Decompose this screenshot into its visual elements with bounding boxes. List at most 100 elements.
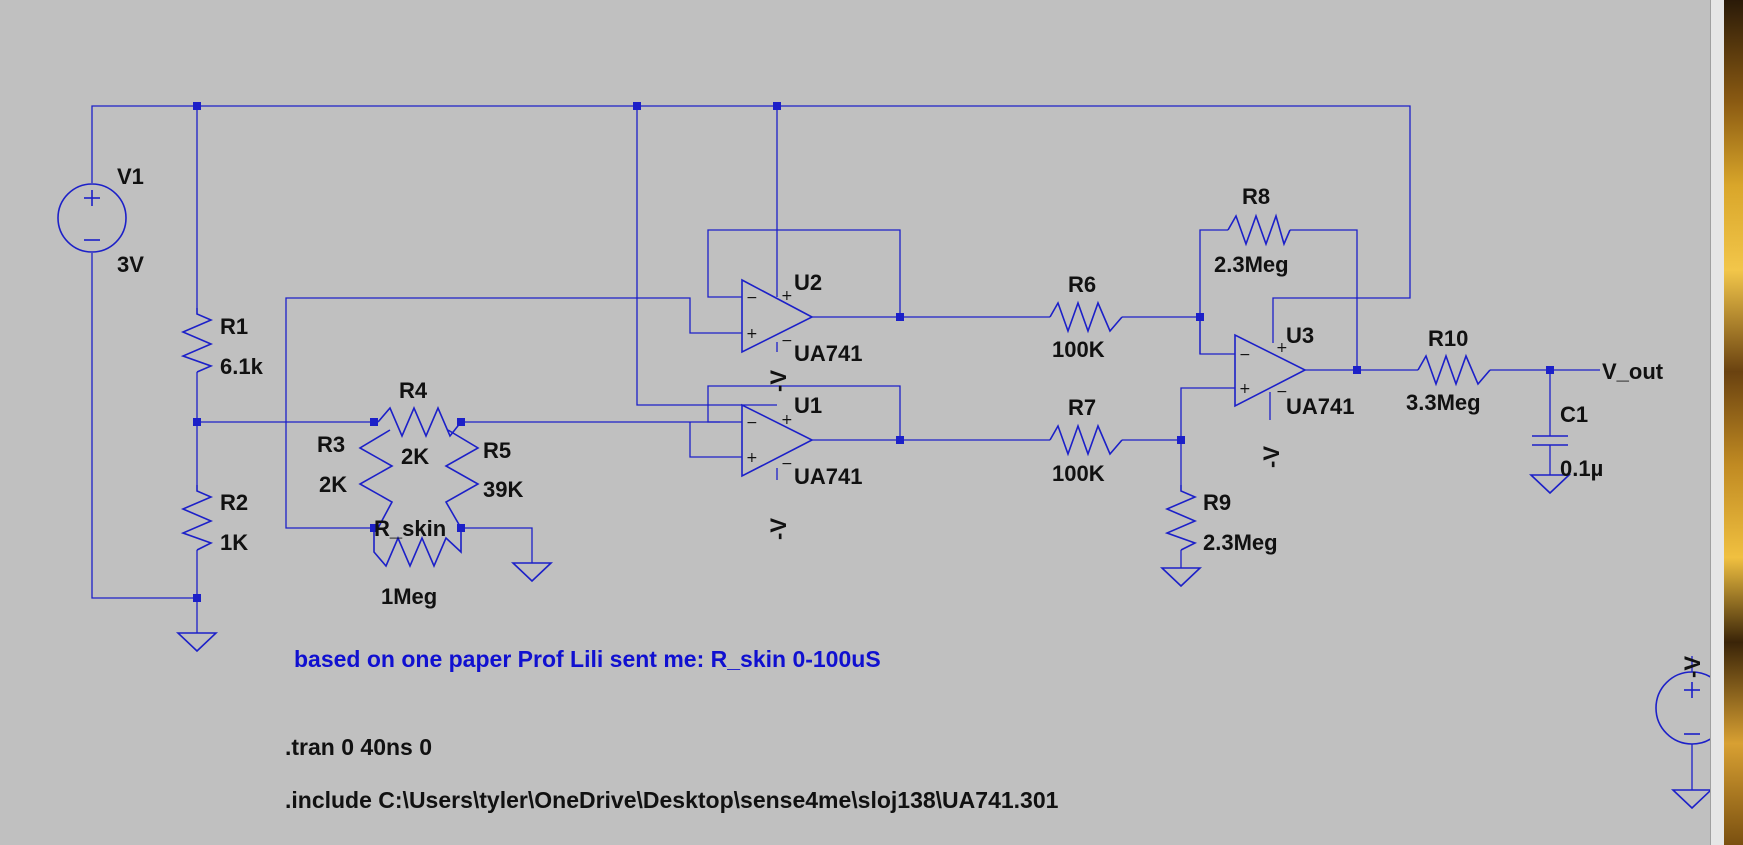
r2-name: R2: [220, 490, 248, 515]
r7-value: 100K: [1052, 461, 1105, 486]
u3-minus-pin: −: [1239, 347, 1251, 363]
junction: [193, 102, 201, 110]
r3-resistor[interactable]: [358, 429, 394, 529]
comment-note[interactable]: based on one paper Prof Lili sent me: R_…: [294, 646, 881, 672]
r1-resistor[interactable]: [180, 308, 214, 373]
u3-model: UA741: [1286, 394, 1354, 419]
background-window-strip: [1724, 0, 1743, 845]
u2-minus-pin: −: [746, 290, 758, 306]
r2-resistor[interactable]: [180, 485, 214, 551]
r10-name: R10: [1428, 326, 1468, 351]
r4-value: 2K: [401, 444, 429, 469]
r9-name: R9: [1203, 490, 1231, 515]
u3-opamp[interactable]: − + + −: [1234, 333, 1307, 408]
v1-value: 3V: [117, 252, 144, 277]
junctions: [193, 102, 1554, 602]
rskin-resistor[interactable]: [373, 528, 462, 569]
c1-value: 0.1µ: [1560, 456, 1603, 481]
v2-vneg-label: -V: [1680, 656, 1705, 678]
r8-name: R8: [1242, 184, 1270, 209]
u1-minus-pin: −: [746, 415, 758, 431]
ground-icon: [510, 562, 554, 583]
junction: [1196, 313, 1204, 321]
u1-vneg-label: -V: [766, 518, 791, 540]
u1-name: U1: [794, 393, 822, 418]
r6-value: 100K: [1052, 337, 1105, 362]
u3-name: U3: [1286, 323, 1314, 348]
vneg-source[interactable]: [1655, 671, 1710, 745]
spice-tran-directive[interactable]: .tran 0 40ns 0: [285, 734, 432, 760]
u1-vneg-pin: −: [781, 456, 793, 472]
wire-u1-in[interactable]: [689, 422, 742, 458]
r5-resistor[interactable]: [444, 429, 480, 529]
junction: [193, 418, 201, 426]
wires[interactable]: [91, 105, 1693, 790]
v1-name: V1: [117, 164, 144, 189]
wire-u1-feedback[interactable]: [707, 385, 901, 440]
r4-name: R4: [399, 378, 428, 403]
junction: [896, 436, 904, 444]
u3-vpos-pin: +: [1276, 340, 1288, 356]
ground-icon: [1528, 474, 1572, 495]
u1-model: UA741: [794, 464, 862, 489]
r9-resistor[interactable]: [1164, 485, 1198, 551]
ground-icon: [1670, 789, 1710, 810]
junction: [1353, 366, 1361, 374]
c1-capacitor[interactable]: [1532, 435, 1568, 446]
wire-top-rail[interactable]: [91, 105, 1411, 343]
u3-plus-pin: +: [1239, 381, 1251, 397]
wire-rskin-to-gnd[interactable]: [461, 527, 533, 563]
r8-value: 2.3Meg: [1214, 252, 1289, 277]
r6-resistor[interactable]: [1049, 300, 1123, 334]
r1-name: R1: [220, 314, 248, 339]
spice-include-directive[interactable]: .include C:\Users\tyler\OneDrive\Desktop…: [285, 787, 1059, 813]
r10-value: 3.3Meg: [1406, 390, 1481, 415]
ground-icon: [175, 632, 219, 653]
junction: [1546, 366, 1554, 374]
u1-plus-pin: +: [746, 450, 758, 466]
r4-resistor[interactable]: [377, 405, 462, 439]
junction: [370, 418, 378, 426]
junction: [896, 313, 904, 321]
u2-opamp[interactable]: − + + −: [741, 278, 814, 354]
wire-rskin-to-u2[interactable]: [285, 297, 742, 529]
wire-r8-left[interactable]: [1199, 229, 1228, 354]
ground-icon: [1159, 567, 1203, 588]
u3-vneg-label: -V: [1259, 446, 1284, 468]
u1-vpos-pin: +: [781, 412, 793, 428]
u3-vneg-pin: −: [1276, 384, 1288, 400]
wire-v1-bottom[interactable]: [91, 253, 197, 599]
r2-value: 1K: [220, 530, 248, 555]
u2-vpos-pin: +: [781, 288, 793, 304]
wire-u3-plus[interactable]: [1180, 387, 1235, 440]
vout-label: V_out: [1602, 359, 1664, 384]
r3-value: 2K: [319, 472, 347, 497]
wire-u2-feedback[interactable]: [707, 229, 901, 317]
wire-u1-supply[interactable]: [636, 106, 777, 406]
rskin-name: R_skin: [374, 516, 446, 541]
c1-name: C1: [1560, 402, 1588, 427]
wire-u3-minus[interactable]: [1199, 317, 1235, 355]
junction: [193, 594, 201, 602]
r3-name: R3: [317, 432, 345, 457]
u2-vneg-pin: −: [781, 333, 793, 349]
vertical-scrollbar[interactable]: [1710, 0, 1725, 845]
ground-symbols: [175, 474, 1710, 810]
r10-resistor[interactable]: [1417, 353, 1491, 387]
r7-name: R7: [1068, 395, 1096, 420]
r5-value: 39K: [483, 477, 523, 502]
component-labels: V1 3V R1 6.1k R2 1K R4 2K R3 2K R5 39K R…: [117, 164, 1705, 678]
u2-vneg-label: -V: [766, 370, 791, 392]
wire-r8-right[interactable]: [1290, 229, 1358, 370]
u2-model: UA741: [794, 341, 862, 366]
junction: [633, 102, 641, 110]
r1-value: 6.1k: [220, 354, 264, 379]
r8-resistor[interactable]: [1227, 213, 1291, 247]
u2-name: U2: [794, 270, 822, 295]
u1-opamp[interactable]: − + + −: [741, 403, 814, 478]
v1-source[interactable]: [57, 183, 127, 253]
r7-resistor[interactable]: [1049, 423, 1123, 457]
r6-name: R6: [1068, 272, 1096, 297]
